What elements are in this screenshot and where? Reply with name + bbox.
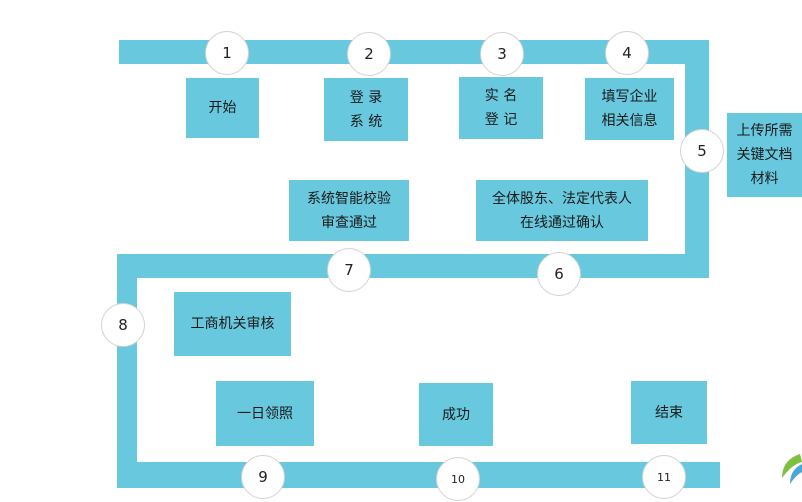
step-5-label: 上传所需 关键文档 材料	[736, 123, 793, 187]
track-row-2	[117, 254, 709, 278]
step-4-label: 填写企业 相关信息	[601, 89, 658, 129]
step-3-box: 实 名 登 记	[459, 77, 543, 139]
step-9-label: 一日领照	[237, 405, 293, 422]
step-11-box: 结束	[631, 381, 707, 444]
step-4-box: 填写企业 相关信息	[585, 78, 674, 140]
step-1-box: 开始	[186, 78, 259, 138]
step-4-number: 4	[605, 31, 649, 75]
step-11-number: 11	[642, 455, 686, 499]
step-7-label: 系统智能校验 审查通过	[307, 190, 391, 231]
step-1-number: 1	[205, 31, 249, 75]
step-5-box: 上传所需 关键文档 材料	[727, 113, 802, 197]
step-7-box: 系统智能校验 审查通过	[289, 180, 409, 241]
step-8-label: 工商机关审核	[190, 316, 275, 332]
step-7-number: 7	[327, 248, 371, 292]
step-2-box: 登 录 系 统	[324, 78, 408, 141]
step-3-number: 3	[480, 32, 524, 76]
step-6-box: 全体股东、法定代表人 在线通过确认	[476, 180, 648, 241]
step-10-label: 成功	[442, 406, 470, 423]
step-11-label: 结束	[655, 404, 683, 421]
step-2-number: 2	[347, 32, 391, 76]
step-9-number: 9	[241, 455, 285, 499]
step-3-label: 实 名 登 记	[484, 88, 518, 128]
brand-logo-icon	[782, 454, 802, 484]
step-8-number: 8	[101, 303, 145, 347]
step-5-number: 5	[680, 129, 724, 173]
track-row-3	[117, 462, 720, 488]
step-2-label: 登 录 系 统	[349, 89, 383, 130]
step-10-box: 成功	[419, 383, 493, 446]
step-10-number: 10	[436, 457, 480, 501]
step-9-box: 一日领照	[216, 381, 314, 446]
step-6-label: 全体股东、法定代表人 在线通过确认	[492, 190, 632, 231]
step-1-label: 开始	[208, 100, 237, 116]
step-6-number: 6	[537, 252, 581, 296]
track-left-vertical	[117, 254, 137, 488]
step-8-box: 工商机关审核	[174, 292, 291, 356]
